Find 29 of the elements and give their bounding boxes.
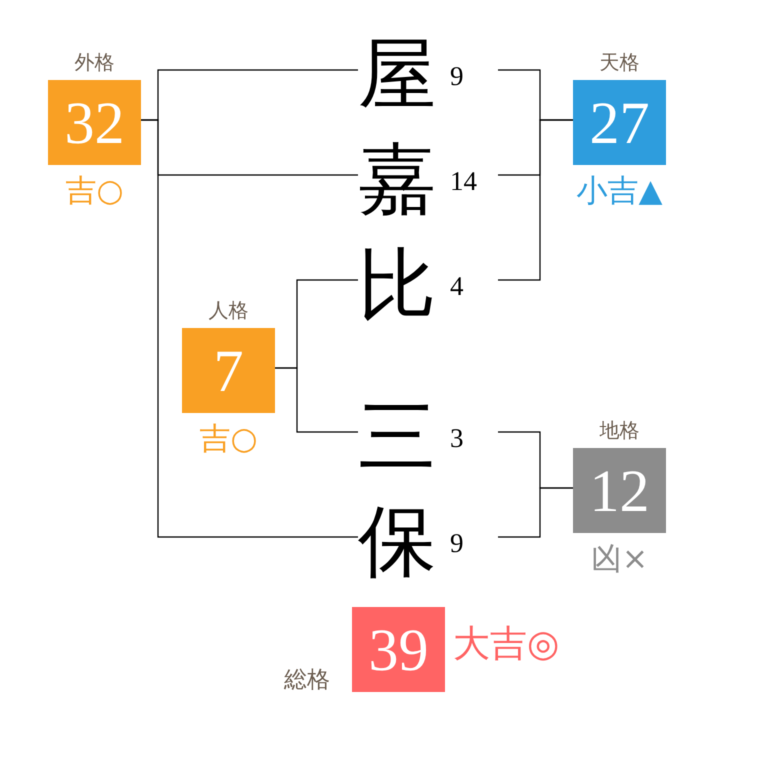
name-kanji: 屋 <box>358 33 436 117</box>
name-kanji: 嘉 <box>358 138 436 222</box>
stroke-count: 9 <box>450 61 464 91</box>
stroke-count: 3 <box>450 423 464 453</box>
score-number: 12 <box>590 460 650 522</box>
category-label: 天格 <box>600 50 640 74</box>
category-label: 人格 <box>208 298 248 322</box>
fortune-rating: 凶× <box>591 541 648 577</box>
fortune-rating: 吉○ <box>65 173 124 209</box>
score-number: 7 <box>214 340 244 402</box>
bracket-line <box>275 367 358 433</box>
bracket-line <box>498 119 573 281</box>
score-number: 32 <box>64 92 124 154</box>
bracket-line <box>141 119 358 538</box>
category-label: 外格 <box>74 50 114 74</box>
stroke-count: 14 <box>450 166 477 196</box>
stroke-count: 4 <box>450 271 464 301</box>
stroke-count: 9 <box>450 528 464 558</box>
fortune-rating: 大吉◎ <box>453 623 560 665</box>
category-label: 地格 <box>600 418 640 442</box>
score-number: 39 <box>368 618 428 680</box>
fortune-rating: 小吉▲ <box>576 173 662 209</box>
bracket-line <box>498 487 573 538</box>
category-label: 総格 <box>284 666 330 694</box>
name-kanji: 保 <box>358 500 436 584</box>
name-kanji: 比 <box>358 243 436 327</box>
fortune-rating: 吉○ <box>199 421 258 457</box>
name-kanji: 三 <box>358 395 436 479</box>
score-number: 27 <box>590 92 650 154</box>
